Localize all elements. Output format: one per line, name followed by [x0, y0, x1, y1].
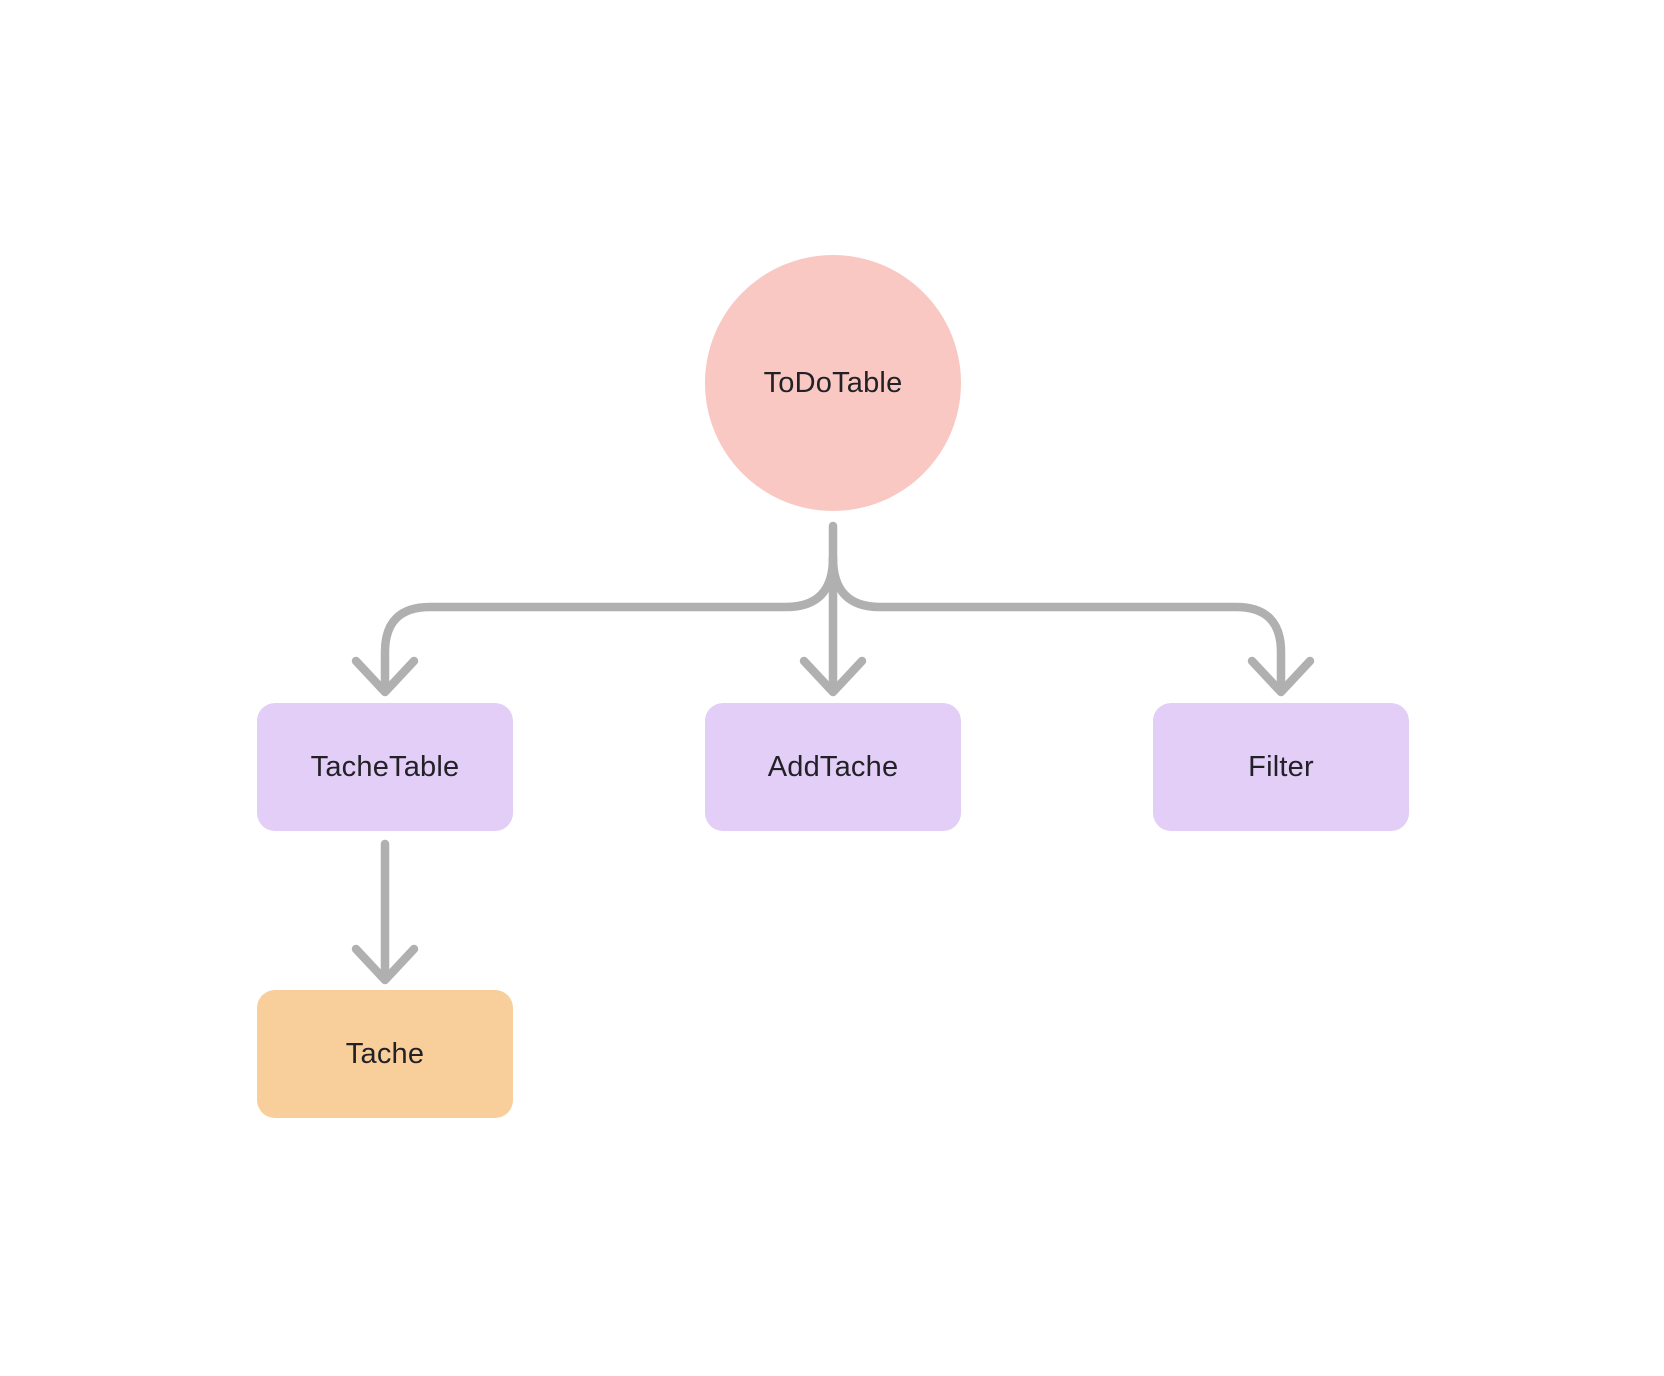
node-label: TacheTable — [310, 750, 460, 783]
node-label: Tache — [345, 1037, 425, 1070]
node-label: ToDoTable — [763, 366, 903, 399]
edge-todotable-addtache[interactable] — [799, 521, 867, 697]
edge-todotable-filter[interactable] — [828, 553, 1315, 697]
edge-tachetable-tache[interactable] — [351, 839, 419, 985]
node-todotable[interactable]: ToDoTable — [705, 255, 961, 511]
node-filter[interactable]: Filter — [1153, 703, 1409, 831]
edge-todotable-tachetable[interactable] — [351, 553, 838, 697]
node-label: AddTache — [767, 750, 899, 783]
arrowhead-down-icon — [799, 656, 867, 697]
arrowhead-down-icon — [351, 944, 419, 985]
arrowhead-down-icon — [351, 656, 419, 697]
node-tachetable[interactable]: TacheTable — [257, 703, 513, 831]
arrowhead-down-icon — [1247, 656, 1315, 697]
node-addtache[interactable]: AddTache — [705, 703, 961, 831]
edge-line[interactable] — [828, 553, 1286, 693]
edge-line[interactable] — [380, 553, 838, 693]
node-label: Filter — [1248, 750, 1314, 783]
node-tache[interactable]: Tache — [257, 990, 513, 1118]
